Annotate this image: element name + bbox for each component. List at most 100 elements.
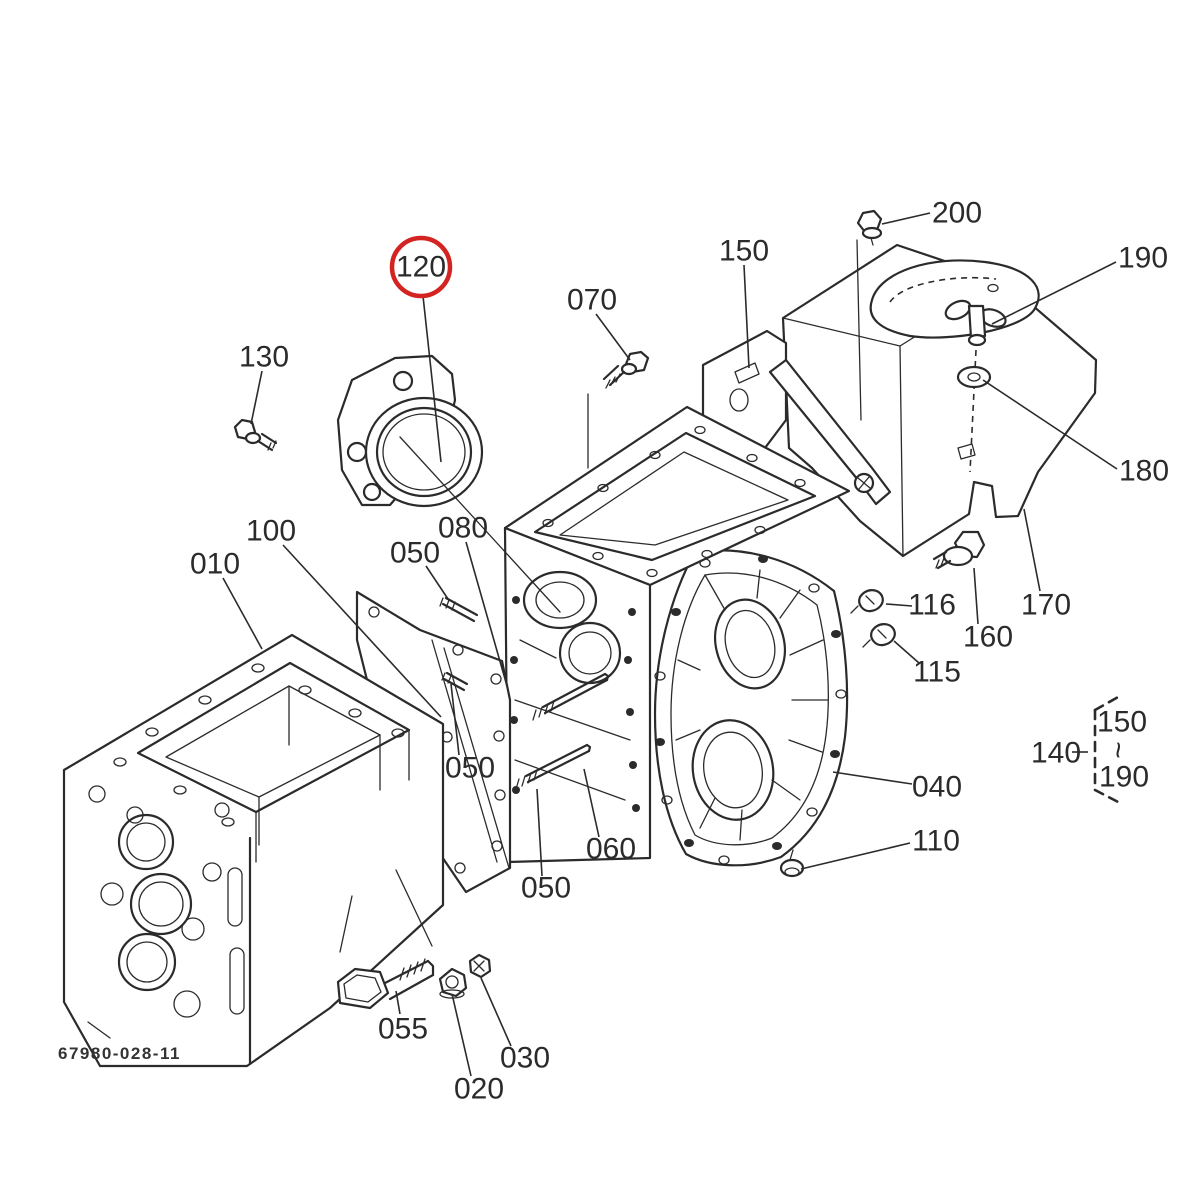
part-number: 200: [932, 197, 982, 230]
part-number: 116: [908, 589, 956, 622]
leader-line: [465, 541, 508, 687]
part-label-080[interactable]: 080: [438, 512, 508, 687]
part-number: 050: [521, 872, 571, 905]
part-number: 110: [912, 825, 960, 858]
part-label-050[interactable]: 050: [390, 537, 449, 600]
leader-line: [425, 565, 449, 600]
part-number: 190: [1118, 242, 1168, 275]
part-label-110[interactable]: 110: [800, 825, 960, 870]
part-label-180[interactable]: 180: [982, 379, 1169, 488]
part-label-070[interactable]: 070: [567, 284, 631, 361]
leader-line: [881, 212, 931, 225]
part-label-190[interactable]: 190: [1099, 761, 1149, 794]
leader-line: [480, 977, 512, 1047]
leader-line: [893, 640, 920, 664]
leader-line: [282, 544, 442, 718]
part-number: 060: [586, 833, 636, 866]
leader-line: [832, 771, 913, 785]
part-number: ~: [1102, 741, 1135, 759]
part-label-010[interactable]: 010: [190, 548, 263, 650]
part-number: 170: [1021, 589, 1071, 622]
part-label-[interactable]: ~: [1102, 741, 1135, 759]
part-number: 055: [378, 1013, 428, 1046]
nut-020-artwork: [438, 967, 468, 999]
part-label-160[interactable]: 160: [963, 567, 1013, 654]
part-label-200[interactable]: 200: [881, 197, 982, 230]
part-number: 070: [567, 284, 617, 317]
middle-housing-artwork: [503, 405, 851, 864]
washer-artwork: [956, 365, 992, 389]
part-number: 010: [190, 548, 240, 581]
part-number: 120: [396, 251, 446, 284]
part-number: 150: [1097, 706, 1147, 739]
part-number: 100: [246, 515, 296, 548]
part-number: 140: [1031, 737, 1081, 770]
part-number: 190: [1099, 761, 1149, 794]
part-number: 115: [913, 656, 961, 689]
part-label-050[interactable]: 050: [445, 683, 495, 785]
part-label-060[interactable]: 060: [583, 768, 636, 866]
flange-artwork: [336, 354, 561, 613]
leader-line: [536, 788, 543, 877]
leader-line: [250, 370, 263, 425]
bolt-070-artwork: [587, 350, 650, 469]
drawing-code: 67980-028-11: [58, 1044, 181, 1063]
part-label-170[interactable]: 170: [1021, 508, 1071, 622]
part-number: 030: [500, 1042, 550, 1075]
leader-line: [1023, 508, 1041, 592]
part-label-120[interactable]: 120: [389, 235, 453, 463]
leader-line: [743, 264, 750, 369]
leader-line: [973, 567, 979, 625]
leader-line: [395, 990, 401, 1015]
bolt-200-artwork: [856, 209, 883, 246]
highlight-circle: [389, 235, 453, 299]
part-label-150[interactable]: 150: [1097, 706, 1147, 739]
leader-line: [422, 295, 442, 463]
bolt-160-artwork: [932, 530, 986, 570]
leader-line: [222, 577, 263, 650]
leader-line: [451, 993, 472, 1077]
leader-line: [595, 313, 631, 361]
part-number: 180: [1119, 455, 1169, 488]
stud-artwork: [515, 672, 610, 790]
part-label-100[interactable]: 100: [246, 515, 442, 718]
clip-115-artwork: [862, 623, 896, 648]
part-label-150[interactable]: 150: [719, 235, 769, 369]
leader-line: [800, 842, 911, 870]
part-label-130[interactable]: 130: [239, 341, 289, 425]
part-label-040[interactable]: 040: [832, 771, 962, 804]
clip-116-artwork: [850, 589, 884, 614]
stud-small-artwork: [439, 596, 479, 692]
part-number: 050: [445, 752, 495, 785]
cover-artwork: [781, 209, 1098, 558]
part-label-050[interactable]: 050: [521, 788, 571, 905]
part-number: 160: [963, 621, 1013, 654]
part-label-030[interactable]: 030: [480, 977, 550, 1075]
leader-line: [991, 261, 1117, 325]
part-number: 050: [390, 537, 440, 570]
part-label-190[interactable]: 190: [991, 242, 1168, 325]
part-label-055[interactable]: 055: [378, 990, 428, 1046]
leader-line: [450, 683, 460, 756]
leader-line: [583, 768, 600, 838]
part-label-116[interactable]: 116: [885, 589, 956, 622]
part-label-140[interactable]: 140: [1031, 737, 1088, 770]
part-number: 130: [239, 341, 289, 374]
part-number: 040: [912, 771, 962, 804]
rear-housing-artwork: [653, 549, 849, 878]
screw-030-artwork: [468, 953, 492, 979]
part-number: 020: [454, 1073, 504, 1106]
leader-line: [982, 379, 1118, 470]
left-case-artwork: [62, 633, 445, 1068]
part-label-020[interactable]: 020: [451, 993, 504, 1106]
part-number: 080: [438, 512, 488, 545]
part-label-115[interactable]: 115: [893, 640, 961, 689]
range-bracket-artwork: [1093, 694, 1124, 806]
bolt-055-artwork: [336, 958, 435, 1010]
plug-artwork: [779, 849, 805, 878]
wing-nut-artwork: [944, 299, 1007, 347]
leader-line: [885, 603, 913, 607]
part-number: 150: [719, 235, 769, 268]
